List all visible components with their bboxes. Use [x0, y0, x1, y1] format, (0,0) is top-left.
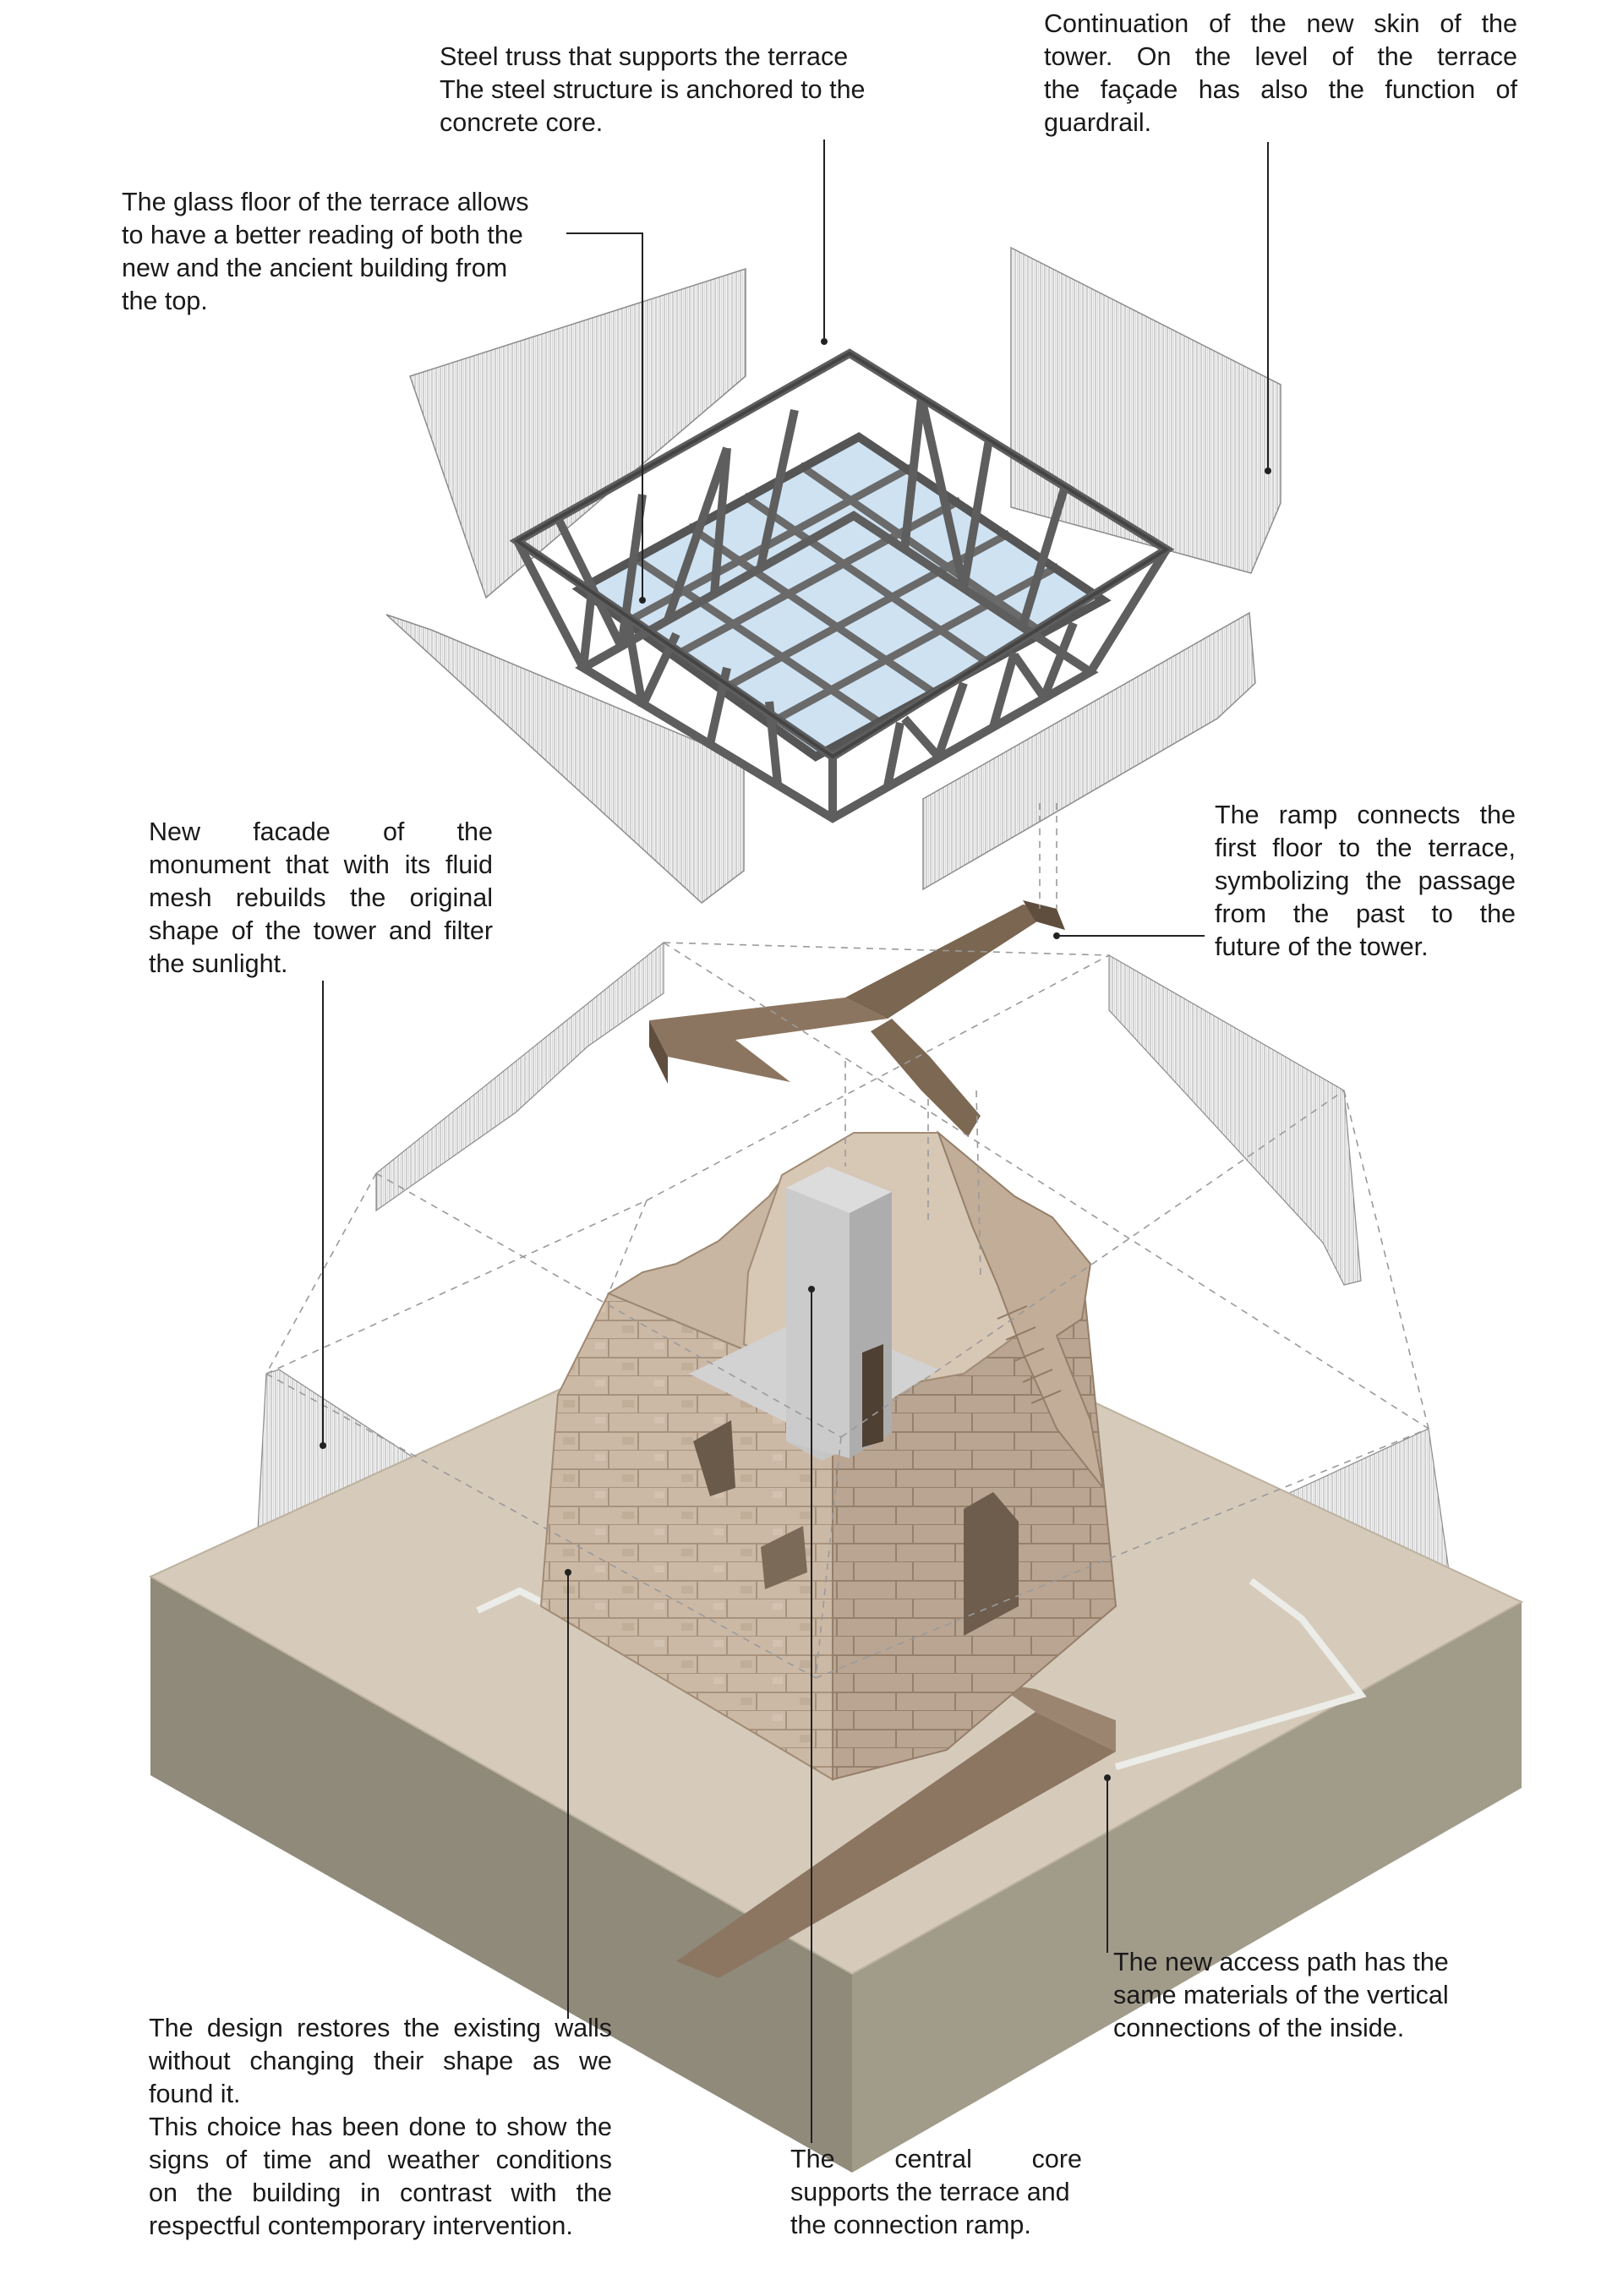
annotation-line: symbolizing the passage: [1215, 866, 1516, 895]
annotation-line: respectful contemporary intervention.: [149, 2211, 573, 2240]
annotation-line: monument that with its fluid: [149, 850, 493, 879]
annotation-line: The design restores the existing walls: [149, 2014, 612, 2042]
annotation-line: signs of time and weather conditions: [149, 2146, 612, 2174]
annotation-line: same materials of the vertical: [1113, 1981, 1449, 2009]
annotation-line: concrete core.: [440, 108, 604, 137]
annotation-line: The central core: [790, 2145, 1082, 2173]
ground-side-left: [150, 1577, 852, 2173]
annotation-line: tower. On the level of the terrace: [1044, 42, 1517, 71]
annotation-line: the top.: [122, 287, 208, 315]
tower-door: [964, 1492, 1019, 1636]
annotation-line: future of the tower.: [1215, 932, 1429, 961]
annotation-line: found it.: [149, 2080, 241, 2108]
core-door: [862, 1344, 883, 1447]
annotation-line: without changing their shape as we: [149, 2047, 612, 2075]
annotation-line: shape of the tower and filter: [149, 916, 493, 945]
annotation-line: Steel truss that supports the terrace: [440, 42, 849, 71]
facade-panel-bottom-left: [385, 614, 745, 904]
annotation-line: Continuation of the new skin of the: [1044, 9, 1517, 38]
annotation-new-facade: New facade of the monument that with its…: [149, 816, 493, 981]
annotation-line: The ramp connects the: [1215, 801, 1516, 829]
facade-panel-bottom-right: [922, 611, 1256, 891]
mesh-panel-upper-right: [1108, 954, 1362, 1286]
annotation-line: The glass floor of the terrace allows: [122, 188, 529, 216]
ramp: [649, 900, 1065, 1137]
annotation-line: guardrail.: [1044, 108, 1152, 137]
annotation-line: the sunlight.: [149, 949, 288, 978]
annotation-line: New facade of the: [149, 817, 493, 846]
ground-outline-path: [476, 1577, 1367, 1770]
annotation-glass-floor: The glass floor of the terrace allows to…: [122, 186, 578, 318]
leader-lines: [322, 139, 1269, 2143]
projection-lines: [265, 803, 1429, 1679]
leader-dots: [320, 338, 1271, 1781]
central-core: [786, 1167, 892, 1461]
annotation-access-path: The new access path has the same materia…: [1113, 1946, 1511, 2045]
annotation-new-skin: Continuation of the new skin of the towe…: [1044, 8, 1517, 139]
annotation-line: This choice has been done to show the: [149, 2113, 612, 2141]
annotation-line: first floor to the terrace,: [1215, 834, 1516, 862]
annotation-line: connections of the inside.: [1113, 2014, 1405, 2042]
annotation-line: on the building in contrast with the: [149, 2178, 612, 2207]
annotation-ramp: The ramp connects the first floor to the…: [1215, 799, 1516, 964]
mesh-panel-upper-left: [375, 941, 664, 1212]
ground-side-right: [852, 1602, 1522, 2173]
access-path: [676, 1682, 1116, 1978]
annotation-line: to have a better reading of both the: [122, 221, 523, 249]
annotation-line: mesh rebuilds the original: [149, 883, 493, 912]
annotation-restore-walls: The design restores the existing walls w…: [149, 2012, 612, 2243]
annotation-line: the connection ramp.: [790, 2211, 1031, 2239]
annotation-line: new and the ancient building from: [122, 254, 508, 282]
annotation-steel-truss: Steel truss that supports the terrace Th…: [440, 41, 896, 139]
annotation-line: The new access path has the: [1113, 1948, 1449, 1976]
annotation-line: The steel structure is anchored to the: [440, 75, 866, 104]
facade-panel-top-left: [409, 267, 746, 599]
annotation-line: supports the terrace and: [790, 2178, 1070, 2206]
annotation-line: from the past to the: [1215, 899, 1516, 928]
annotation-central-core: The central core supports the terrace an…: [790, 2143, 1082, 2242]
leader-glass-floor: [566, 232, 643, 600]
annotation-line: the façade has also the function of: [1044, 75, 1517, 104]
